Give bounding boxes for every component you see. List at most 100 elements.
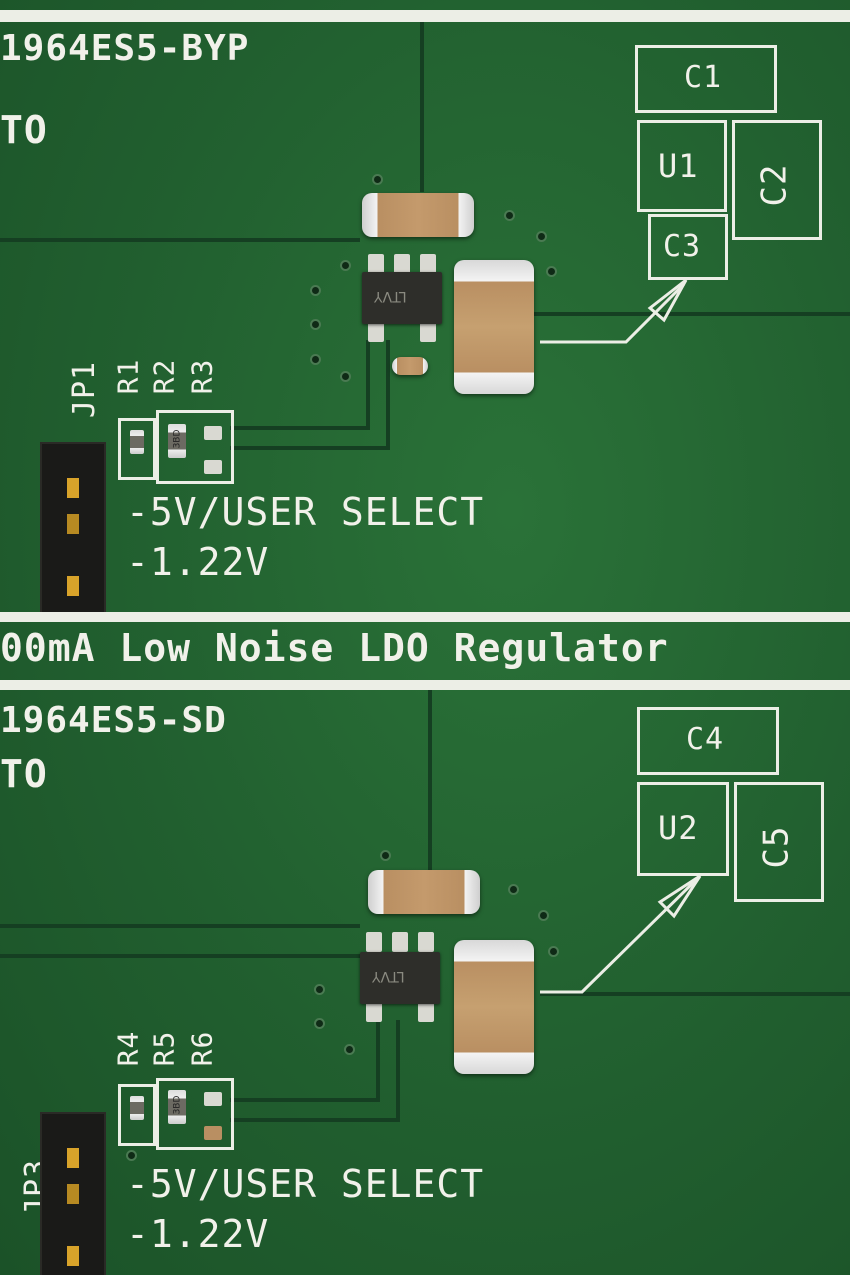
outline-r5-r6 bbox=[156, 1078, 234, 1150]
resistor-pad bbox=[204, 1092, 222, 1106]
ic-pad bbox=[366, 1002, 382, 1022]
via bbox=[540, 912, 547, 919]
bottom-trace-left bbox=[0, 924, 360, 928]
top-part-number: 1964ES5-BYP bbox=[0, 28, 250, 69]
capacitor-horizontal bbox=[368, 870, 480, 914]
ic-pad bbox=[366, 932, 382, 952]
outline-r4 bbox=[118, 1084, 156, 1146]
divider-border-top bbox=[0, 612, 850, 622]
via bbox=[506, 212, 513, 219]
via bbox=[550, 948, 557, 955]
top-line2: TO bbox=[0, 108, 48, 152]
outline-c4: C4 bbox=[637, 707, 779, 775]
top-trace-r-riser-2 bbox=[386, 340, 390, 450]
via bbox=[510, 886, 517, 893]
bottom-part-number: 1964ES5-SD bbox=[0, 700, 227, 741]
jumper-header-jp1[interactable] bbox=[40, 442, 106, 614]
ic-pad bbox=[420, 254, 436, 274]
label-u2: U2 bbox=[658, 809, 699, 847]
jumper-label-jp1: JP1 bbox=[67, 360, 103, 419]
jumper-pin bbox=[67, 1246, 79, 1266]
capacitor-vertical bbox=[454, 940, 534, 1074]
via bbox=[548, 268, 555, 275]
top-trace-vertical bbox=[420, 22, 424, 192]
outline-c3: C3 bbox=[648, 214, 728, 280]
ic-pad bbox=[368, 254, 384, 274]
outline-r1 bbox=[118, 418, 156, 480]
via bbox=[382, 852, 389, 859]
resistor-pad bbox=[204, 426, 222, 440]
via bbox=[316, 1020, 323, 1027]
jumper-pin bbox=[67, 514, 79, 534]
via bbox=[128, 1152, 135, 1159]
top-option-1: -5V/USER SELECT bbox=[126, 490, 485, 534]
label-c4: C4 bbox=[686, 722, 725, 757]
bottom-option-1: -5V/USER SELECT bbox=[126, 1162, 485, 1206]
ic-pad bbox=[392, 932, 408, 952]
bottom-trace-r-riser-2 bbox=[396, 1020, 400, 1122]
label-r5: R5 bbox=[147, 1030, 181, 1067]
jumper-pin bbox=[67, 478, 79, 498]
bottom-trace-r-bus-2 bbox=[230, 1118, 400, 1122]
top-trace-right bbox=[530, 312, 850, 316]
ic-pad bbox=[394, 254, 410, 274]
capacitor-vertical bbox=[454, 260, 534, 394]
outline-c2: C2 bbox=[732, 120, 822, 240]
via bbox=[312, 287, 319, 294]
via bbox=[312, 321, 319, 328]
resistor-r4 bbox=[130, 1096, 144, 1120]
top-arrow bbox=[540, 278, 688, 344]
outline-u2: U2 bbox=[637, 782, 729, 876]
bottom-line2: TO bbox=[0, 752, 48, 796]
label-c5: C5 bbox=[756, 825, 797, 869]
ic-marking: LTVY bbox=[374, 288, 407, 304]
bottom-trace-r-bus bbox=[230, 1098, 380, 1102]
via bbox=[342, 373, 349, 380]
ic-pad bbox=[418, 1002, 434, 1022]
bottom-trace-vertical bbox=[428, 690, 432, 870]
ic-pad bbox=[420, 322, 436, 342]
via bbox=[538, 233, 545, 240]
ic-pad bbox=[368, 322, 384, 342]
label-r1: R1 bbox=[111, 358, 145, 395]
top-trace-r-bus bbox=[230, 426, 370, 430]
top-trace-r-riser bbox=[366, 340, 370, 430]
top-option-2: -1.22V bbox=[126, 540, 270, 584]
label-u1: U1 bbox=[658, 147, 699, 185]
resistor-pad bbox=[204, 460, 222, 474]
via bbox=[316, 986, 323, 993]
divider-border-bottom bbox=[0, 680, 850, 690]
resistor-r5: 3BD bbox=[168, 1090, 186, 1124]
capacitor-horizontal bbox=[362, 193, 474, 237]
jumper-pin bbox=[67, 1184, 79, 1204]
ic-chip-u1: LTVY bbox=[362, 272, 442, 324]
label-c2: C2 bbox=[754, 163, 795, 207]
label-c1: C1 bbox=[684, 60, 723, 95]
resistor-pad bbox=[204, 1126, 222, 1140]
label-r6: R6 bbox=[185, 1030, 219, 1067]
jumper-pin bbox=[67, 1148, 79, 1168]
capacitor-small bbox=[392, 357, 428, 375]
via bbox=[342, 262, 349, 269]
divider-title: 00mA Low Noise LDO Regulator bbox=[0, 626, 669, 670]
label-c3: C3 bbox=[663, 229, 702, 264]
outline-c1: C1 bbox=[635, 45, 777, 113]
outline-c5: C5 bbox=[734, 782, 824, 902]
outline-u1: U1 bbox=[637, 120, 727, 212]
ic-marking: LTVY bbox=[372, 968, 405, 984]
top-trace-left bbox=[0, 238, 360, 242]
top-silk-border bbox=[0, 10, 850, 22]
resistor-r1 bbox=[130, 430, 144, 454]
outline-r2-r3 bbox=[156, 410, 234, 484]
label-r4: R4 bbox=[111, 1030, 145, 1067]
top-trace-r-bus-2 bbox=[230, 446, 390, 450]
via bbox=[374, 176, 381, 183]
jumper-header-jp3[interactable] bbox=[40, 1112, 106, 1275]
resistor-code: 3BD bbox=[172, 1095, 183, 1115]
via bbox=[346, 1046, 353, 1053]
jumper-pin bbox=[67, 576, 79, 596]
bottom-option-2: -1.22V bbox=[126, 1212, 270, 1256]
resistor-r2: 3BD bbox=[168, 424, 186, 458]
ic-chip-u2: LTVY bbox=[360, 952, 440, 1004]
ic-pad bbox=[418, 932, 434, 952]
